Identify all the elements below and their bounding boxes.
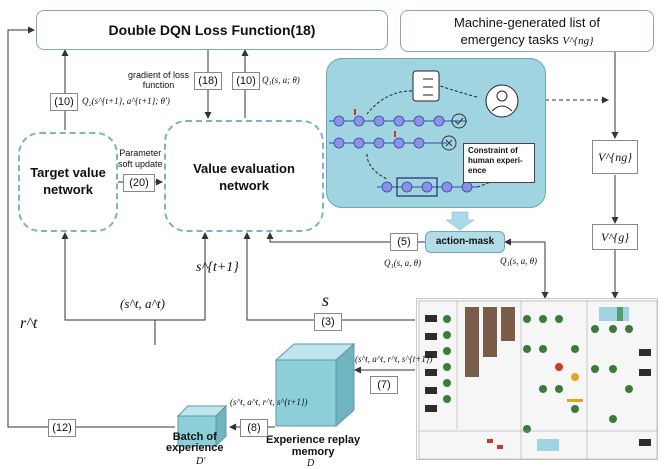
parameter-update-line2: soft update <box>118 159 163 169</box>
q1-label: Q₁(s, a; θ) <box>262 75 300 85</box>
parameter-update-line1: Parameter <box>119 148 162 158</box>
gradient-label: gradient of loss function <box>128 70 189 90</box>
action-mask-box: action-mask <box>425 231 505 253</box>
environment-layout <box>416 298 658 460</box>
ref-10-target: (10) <box>50 93 78 111</box>
target-value-network: Target value network <box>18 132 118 232</box>
replay-line2: memory <box>291 446 335 458</box>
gradient-line1: gradient of loss <box>128 70 190 80</box>
constraint-line1: Constraint of <box>468 146 518 155</box>
value-evaluation-network: Value evaluation network <box>164 120 324 232</box>
batch-symbol: D′ <box>196 456 206 467</box>
factory-floor-plan <box>418 300 658 460</box>
constraint-line3: ence <box>468 166 487 175</box>
gradient-line2: function <box>142 80 175 90</box>
loss-function-title: Double DQN Loss Function(18) <box>108 22 316 38</box>
v-ng-box: V^{ng} <box>592 140 638 174</box>
machine-list-box: Machine-generated list of emergency task… <box>400 10 654 52</box>
r-t-label: r^t <box>20 315 38 332</box>
v-g-symbol: V^{g} <box>601 230 629 244</box>
machine-list-line2: emergency tasks <box>460 32 559 47</box>
batch-label: Batch of experience <box>166 432 223 454</box>
batch-cube <box>176 404 228 448</box>
ref-7: (7) <box>370 376 398 394</box>
constraint-line2: human experi- <box>468 156 523 165</box>
parameter-update-label: Parameter soft update <box>118 148 163 170</box>
machine-list-symbol: V^{ng} <box>562 35 594 47</box>
target-network-line1: Target value <box>30 165 106 180</box>
ref-8: (8) <box>240 419 268 437</box>
q1-right-label: Q₁(s, a, θ) <box>500 256 538 266</box>
s-label: s <box>322 290 330 310</box>
human-experience-panel: Constraint of human experi- ence <box>326 58 546 208</box>
value-network-line1: Value evaluation <box>193 161 295 176</box>
s-a-label: (s^t, a^t) <box>120 296 165 311</box>
replay-symbol: D <box>307 458 315 469</box>
ref-12: (12) <box>48 419 76 437</box>
machine-list-line1: Machine-generated list of <box>454 15 600 30</box>
ref-5: (5) <box>390 233 418 251</box>
replay-line1: Experience replay <box>266 434 361 446</box>
q1-action-label: Q₁(s, a, θ) <box>384 258 422 268</box>
value-network-line2: network <box>219 178 269 193</box>
ref-20: (20) <box>123 174 155 192</box>
tuple-replay-label: (s^t, a^t, r^t, s^{t+1}) <box>355 354 433 364</box>
task-chain-illustration <box>329 70 519 197</box>
batch-line2: experience <box>166 442 224 454</box>
loss-function-box: Double DQN Loss Function(18) <box>36 10 388 50</box>
v-ng-symbol: V^{ng} <box>598 150 632 164</box>
v-g-box: V^{g} <box>592 224 638 250</box>
tuple-batch-label: (s^t, a^t, r^t, s^{t+1}) <box>230 397 308 407</box>
action-mask-label: action-mask <box>435 236 495 247</box>
replay-memory-label: Experience replay memory <box>266 434 360 458</box>
batch-line1: Batch of <box>172 431 217 443</box>
q2-label: Q₂(s^{t+1}, a^{t+1}; θ′) <box>82 96 170 106</box>
ref-3: (3) <box>314 313 342 331</box>
replay-memory-cube <box>274 342 356 428</box>
ref-10-value: (10) <box>232 72 260 90</box>
constraint-note: Constraint of human experi- ence <box>463 143 535 183</box>
s-t1-label: s^{t+1} <box>196 260 239 275</box>
ref-18: (18) <box>194 72 222 90</box>
target-network-line2: network <box>43 182 93 197</box>
